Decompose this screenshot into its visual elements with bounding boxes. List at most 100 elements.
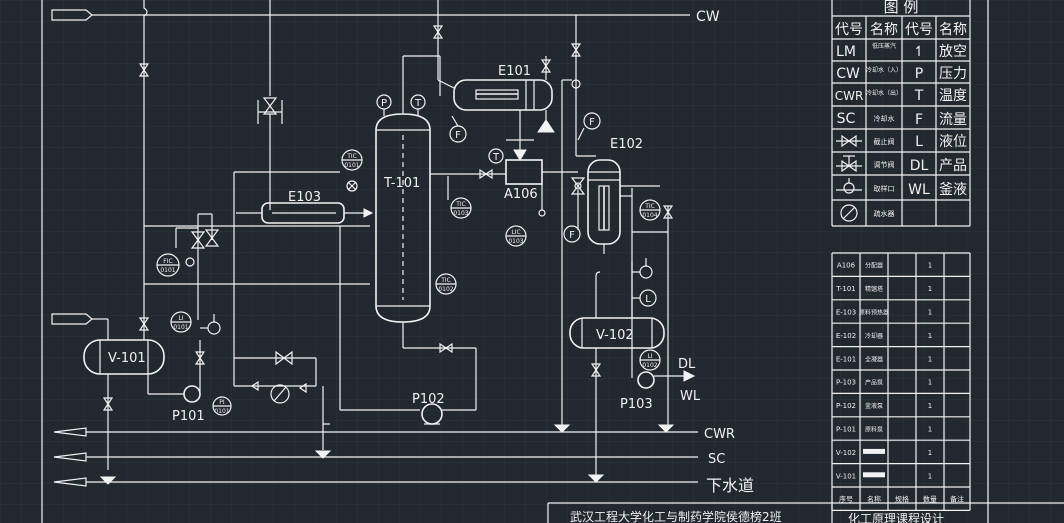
parts-row-mark [863, 448, 885, 454]
legend-name-pressure: 压力 [939, 66, 967, 82]
tic0103-tag: TIC [455, 201, 466, 208]
legend-name-steam-trap: 疏水器 [874, 209, 895, 218]
condenser-f-indicator: F [449, 115, 467, 143]
a106-t-gauge: T [492, 152, 500, 163]
li0102-tag: LI [647, 353, 652, 360]
fic0101-num: 0101 [160, 267, 175, 274]
tic0101-tag: TIC [346, 153, 357, 160]
parts-row-name: 冷却器 [865, 332, 883, 340]
steam-line-e103 [233, 0, 340, 386]
li-0101: LI 0101 [170, 311, 192, 333]
legend-sample-port-icon [836, 178, 862, 194]
f-indicator-2: F [589, 117, 595, 128]
parts-row-name: 全凝器 [865, 355, 883, 363]
legend-code-f: F [915, 112, 923, 128]
parts-row-qty: 1 [928, 285, 932, 293]
drawing-frame [41, 0, 989, 523]
parts-row-qty: 1 [928, 449, 932, 457]
legend-name-product: 产品 [939, 158, 967, 174]
p103-pump: DL WL P103 [620, 350, 701, 412]
parts-row-qty: 1 [928, 472, 932, 480]
p101-pump: P101 [147, 340, 206, 424]
parts-header-2: 规格 [895, 495, 909, 504]
fic0101-tag: FIC [163, 258, 172, 265]
pi-0101: PI 0101 [212, 396, 232, 416]
parts-header-0: 序号 [839, 495, 853, 504]
legend-name-cwr: 冷却水（出） [866, 89, 902, 97]
fic-0101-loop [175, 213, 220, 320]
t101-column: T-101 P102 [339, 55, 477, 425]
parts-row-qty: 1 [928, 379, 932, 387]
column-t-gauge: T [414, 98, 422, 109]
v102-l-gauge: L [645, 294, 651, 305]
parts-row-mark [863, 472, 885, 478]
lic0103-tag: LIC [511, 229, 520, 236]
left-cw-riser [138, 0, 370, 300]
parts-row-qty: 1 [928, 332, 932, 340]
parts-row-qty: 1 [928, 262, 932, 270]
legend-code-p: P [915, 66, 923, 82]
a106-label: A106 [504, 187, 538, 202]
tic0102-tag: TIC [440, 277, 451, 284]
p101-label: P101 [172, 409, 205, 424]
legend-steam-trap-icon [840, 204, 858, 222]
title-block: 武汉工程大学化工与制药学院侯德榜2班 化工原理课程设计 [547, 502, 1064, 523]
legend-globe-valve-icon [836, 134, 862, 148]
sample-port-v101 [200, 314, 221, 335]
f-indicator-3: F [569, 230, 575, 241]
column-gauges: P T [376, 94, 426, 116]
parts-row-code: V-101 [836, 472, 856, 480]
legend-title: 图 例 [884, 0, 919, 16]
tic-fic-0101: FIC 0101 [156, 253, 180, 277]
legend-code-t: T [914, 88, 924, 104]
title-course: 化工原理课程设计 [848, 511, 944, 523]
dl-label: DL [678, 357, 696, 372]
legend-code-cw: CW [836, 66, 860, 82]
parts-row-code: E-101 [836, 355, 856, 363]
legend-name-control-valve: 调节阀 [874, 160, 895, 169]
parts-row-name: 分配器 [865, 262, 883, 270]
tic-0103: TIC 0103 [447, 176, 472, 219]
parts-row-code: V-102 [836, 449, 856, 457]
legend-code-dl: DL [910, 158, 929, 174]
v101-tank: V-101 [51, 300, 165, 470]
cw-header: CW [51, 9, 720, 25]
parts-row-qty: 1 [928, 355, 932, 363]
legend-code-wl: WL [908, 182, 930, 198]
cw-label: CW [696, 9, 720, 25]
tic0101-num: 0101 [344, 162, 359, 169]
legend-code-cwr: CWR [835, 89, 864, 103]
legend-header-code2: 代号 [905, 22, 933, 38]
legend-header-code: 代号 [835, 22, 863, 38]
li0101-num: 0101 [173, 324, 188, 331]
lic-0103: LIC 0103 [505, 225, 527, 247]
parts-row-code: A106 [837, 262, 856, 270]
li-0102: LI 0102 [639, 349, 661, 371]
steam-trap-line [234, 350, 330, 450]
pi0101-tag: PI [219, 399, 225, 406]
f-indicator-1: F [455, 130, 461, 141]
parts-row-name: 精馏塔 [865, 285, 883, 293]
parts-header-3: 数量 [923, 495, 937, 504]
legend-control-valve-icon [836, 155, 862, 173]
parts-row-name: 产品泵 [865, 379, 883, 387]
li0101-tag: LI [178, 315, 183, 322]
tic0102-num: 0102 [438, 286, 453, 293]
legend-vent-symbol: ↿ [913, 44, 925, 60]
e101-label: E101 [498, 64, 531, 79]
legend-code-l: L [915, 134, 923, 150]
legend-header-name2: 名称 [939, 22, 967, 38]
legend-header-name: 名称 [870, 22, 898, 38]
legend-name-level: 液位 [939, 134, 967, 150]
legend-code-lm: LM [836, 44, 856, 60]
cwr-label: CWR [704, 427, 735, 442]
parts-row-code: P-103 [836, 379, 856, 387]
tic0104-num: 0104 [642, 212, 657, 219]
legend-name-sc: 冷却水 [874, 114, 895, 123]
parts-row-name: 原料预热器 [859, 309, 889, 317]
right-cw-riser [561, 15, 596, 430]
p102-label: P102 [412, 392, 445, 407]
